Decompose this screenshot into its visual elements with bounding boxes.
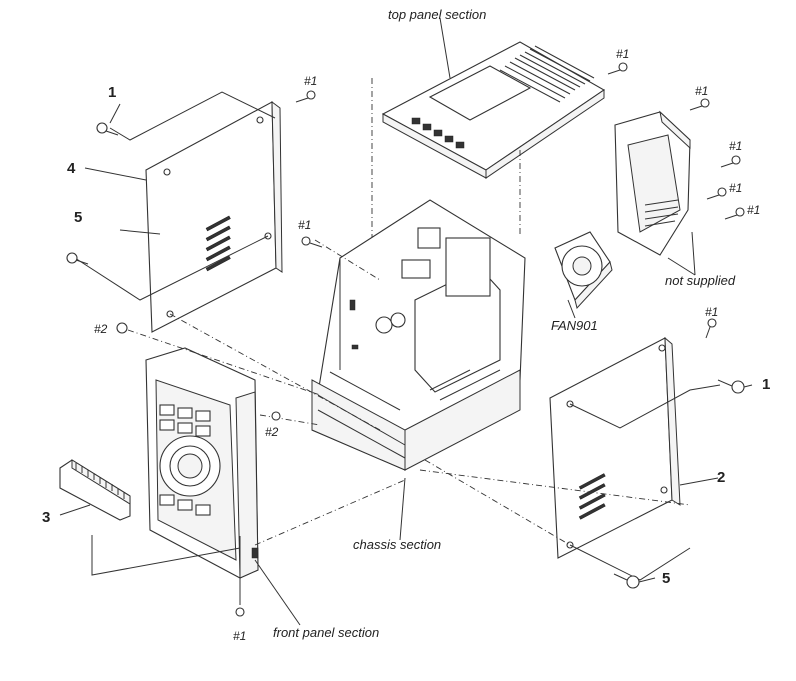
screw-label: #1 xyxy=(298,218,311,232)
fan-fan901 xyxy=(554,231,613,310)
callout-4: 4 xyxy=(67,160,76,177)
callout-1-left: 1 xyxy=(108,84,116,101)
callout-2: 2 xyxy=(717,469,725,486)
callout-3: 3 xyxy=(42,509,50,526)
screw-label: #2 xyxy=(94,322,108,336)
screw-label: #1 xyxy=(616,47,629,61)
fan-bracket xyxy=(614,110,691,256)
grille-part-3 xyxy=(59,459,131,521)
top-panel xyxy=(381,41,606,179)
fan-label: FAN901 xyxy=(551,318,598,333)
not-supplied-label: not supplied xyxy=(665,273,736,288)
front-panel-label: front panel section xyxy=(273,625,379,640)
chassis xyxy=(311,199,526,471)
front-panel xyxy=(145,347,259,579)
callout-5-left: 5 xyxy=(74,209,82,226)
screw-label: #1 xyxy=(695,84,708,98)
screw-label: #2 xyxy=(265,425,279,439)
screw-icon xyxy=(66,62,745,617)
screw-label: #1 xyxy=(729,139,742,153)
callout-1-right: 1 xyxy=(762,376,770,393)
screw-label: #1 xyxy=(304,74,317,88)
callout-5-right: 5 xyxy=(662,570,670,587)
top-panel-label: top panel section xyxy=(388,7,486,22)
left-side-panel xyxy=(145,100,283,333)
screw-label: #1 xyxy=(705,305,718,319)
screw-label: #1 xyxy=(729,181,742,195)
screw-label: #1 xyxy=(233,629,246,643)
screw-label: #1 xyxy=(747,203,760,217)
right-side-panel xyxy=(549,336,681,559)
chassis-label: chassis section xyxy=(353,537,441,552)
